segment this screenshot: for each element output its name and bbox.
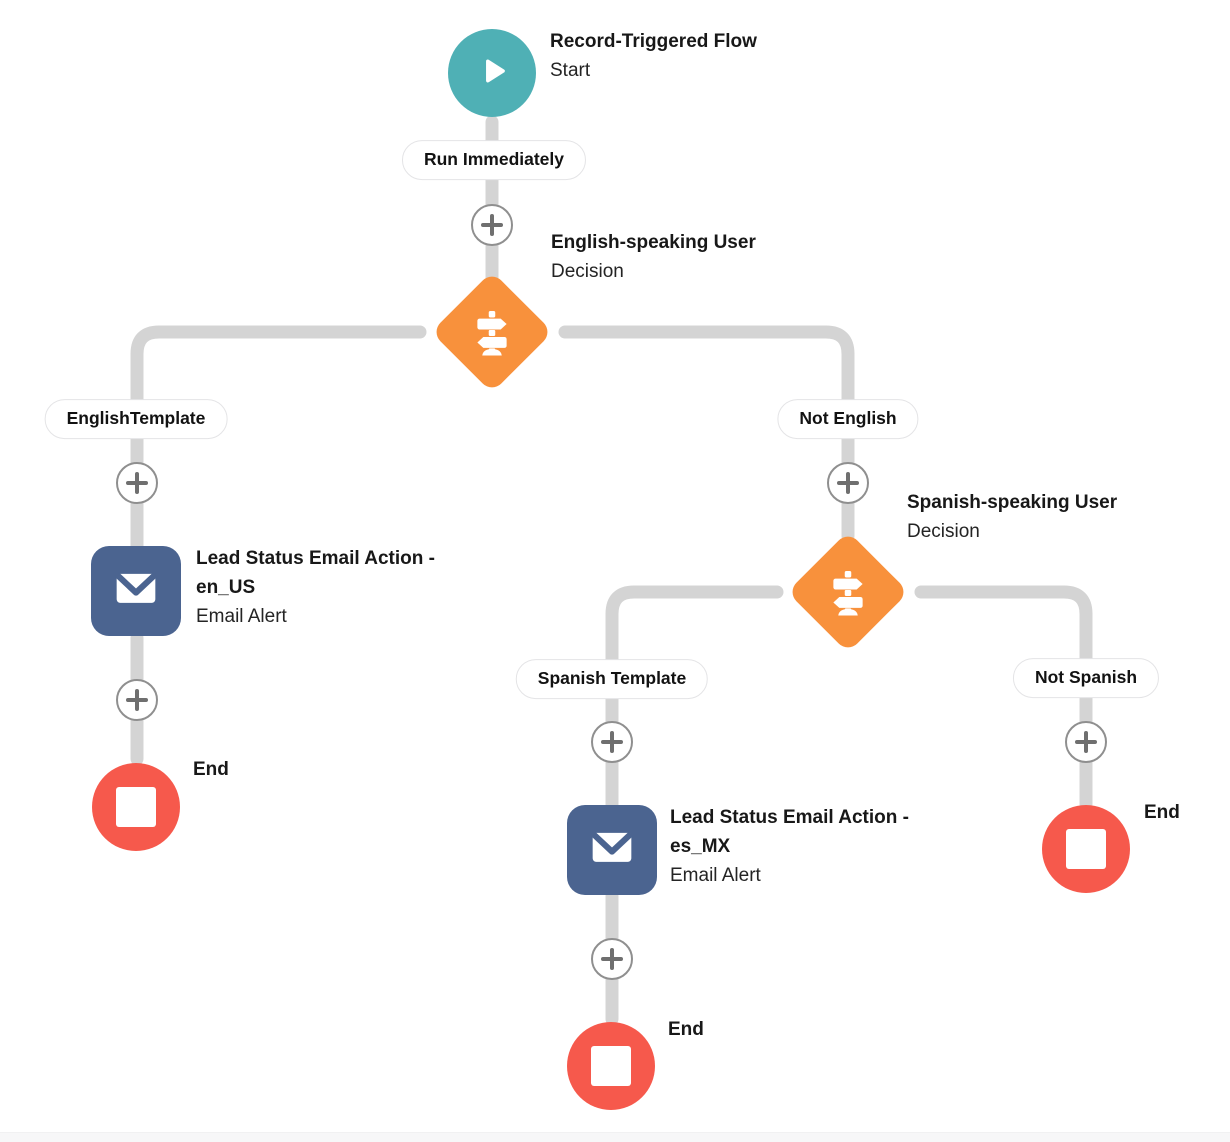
plus-icon — [1075, 731, 1097, 753]
action-email-en-us-node[interactable] — [91, 546, 181, 636]
stop-icon — [1066, 829, 1106, 869]
stop-icon — [116, 787, 156, 827]
node-title: English-speaking User — [551, 232, 756, 253]
node-title: Lead Status Email Action - — [196, 548, 435, 569]
add-element-english-branch-button[interactable] — [116, 462, 158, 504]
end-label: End — [193, 759, 229, 780]
add-element-after-start-button[interactable] — [471, 204, 513, 246]
start-node[interactable] — [448, 29, 536, 117]
connector-label-not-english: Not English — [777, 399, 919, 439]
plus-icon — [481, 214, 503, 236]
start-node-label: Record-Triggered Flow Start — [550, 27, 757, 85]
decision-spanish-node[interactable] — [787, 531, 909, 653]
node-title: Lead Status Email Action - — [670, 807, 909, 828]
decision-english-node[interactable] — [431, 271, 553, 393]
end-label: End — [1144, 802, 1180, 823]
action-email-en-us-label: Lead Status Email Action - en_US Email A… — [196, 544, 435, 631]
stop-icon — [591, 1046, 631, 1086]
connector-label-run-immediately: Run Immediately — [401, 140, 587, 180]
connector-label-spanish-template: Spanish Template — [515, 659, 709, 699]
envelope-icon — [107, 560, 165, 623]
add-element-after-email-en-button[interactable] — [116, 679, 158, 721]
plus-icon — [126, 472, 148, 494]
action-email-es-mx-node[interactable] — [567, 805, 657, 895]
node-type: Email Alert — [196, 606, 287, 627]
node-type: Decision — [551, 261, 624, 282]
connector-label-not-spanish: Not Spanish — [1012, 658, 1160, 698]
end-label: End — [668, 1019, 704, 1040]
node-type: Decision — [907, 521, 980, 542]
node-title: es_MX — [670, 836, 731, 857]
add-element-not-spanish-button[interactable] — [1065, 721, 1107, 763]
node-title: en_US — [196, 577, 256, 598]
signpost-icon — [822, 564, 874, 621]
play-icon — [470, 49, 514, 98]
add-element-spanish-template-button[interactable] — [591, 721, 633, 763]
decision-english-label: English-speaking User Decision — [551, 228, 756, 286]
add-element-not-english-button[interactable] — [827, 462, 869, 504]
plus-icon — [837, 472, 859, 494]
node-title: Record-Triggered Flow — [550, 31, 757, 52]
end-node-not-spanish-branch[interactable] — [1042, 805, 1130, 893]
end-node-english-branch[interactable] — [92, 763, 180, 851]
canvas-bottom-edge — [0, 1132, 1230, 1142]
action-email-es-mx-label: Lead Status Email Action - es_MX Email A… — [670, 803, 909, 890]
add-element-after-email-es-button[interactable] — [591, 938, 633, 980]
decision-spanish-label: Spanish-speaking User Decision — [907, 488, 1117, 546]
connector-label-english-template: EnglishTemplate — [44, 399, 228, 439]
plus-icon — [126, 689, 148, 711]
node-type: Email Alert — [670, 865, 761, 886]
envelope-icon — [583, 819, 641, 882]
plus-icon — [601, 731, 623, 753]
node-title: Spanish-speaking User — [907, 492, 1118, 513]
signpost-icon — [466, 304, 518, 361]
plus-icon — [601, 948, 623, 970]
node-type: Start — [550, 60, 591, 81]
end-node-spanish-branch[interactable] — [567, 1022, 655, 1110]
